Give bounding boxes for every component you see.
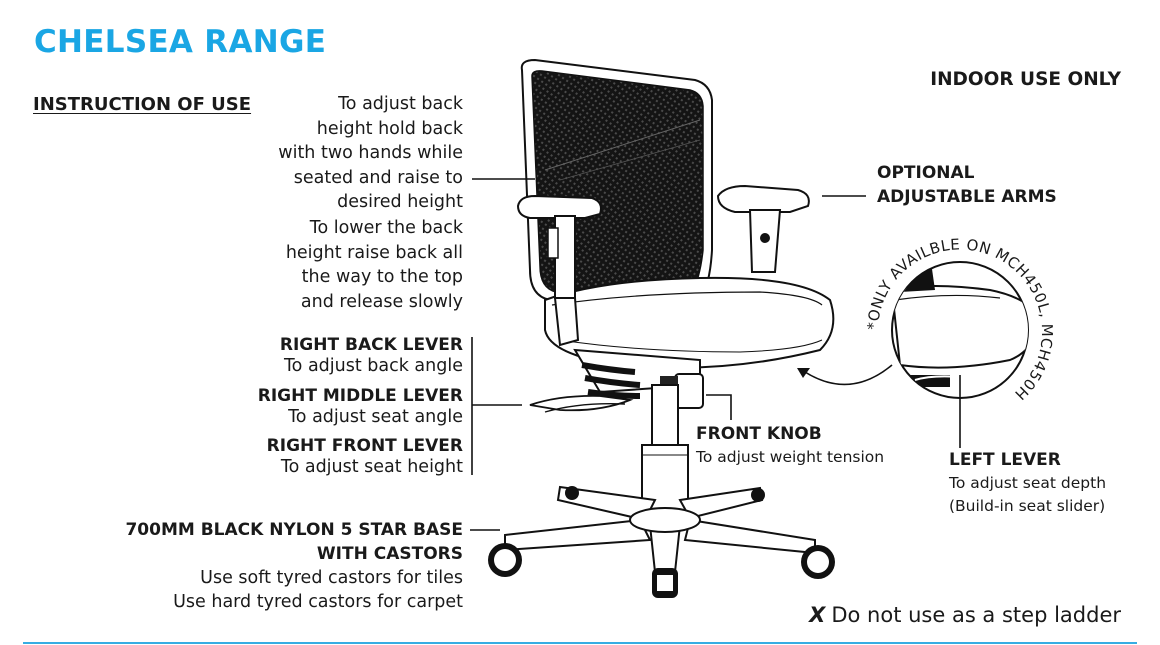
back-height-lower-text: To lower the back height raise back all … xyxy=(285,218,463,312)
left-lever-label: LEFT LEVER To adjust seat depth (Build-i… xyxy=(949,450,1107,515)
mechanism xyxy=(529,348,704,413)
leader-lines xyxy=(470,178,961,531)
warning-x-mark: X xyxy=(809,603,826,627)
right-back-lever-label: RIGHT BACK LEVER To adjust back angle xyxy=(279,335,463,376)
optional-arms-label: OPTIONAL ADJUSTABLE ARMS xyxy=(877,163,1057,207)
inset-arrowhead xyxy=(797,368,810,378)
right-front-lever-label: RIGHT FRONT LEVER To adjust seat height xyxy=(266,436,463,477)
right-arm xyxy=(516,194,602,347)
instruction-heading: INSTRUCTION OF USE xyxy=(33,94,252,115)
star-base-label: 700MM BLACK NYLON 5 STAR BASE WITH CASTO… xyxy=(125,520,463,612)
front-knob-label: FRONT KNOB To adjust weight tension xyxy=(696,424,885,466)
inset-note: *ONLY AVAILBLE ON MCH450L, MCH450H xyxy=(864,235,1056,403)
seat-slider-inset xyxy=(891,261,1029,399)
back-height-raise-text: To adjust back height hold back with two… xyxy=(278,94,463,212)
left-arm xyxy=(716,184,810,273)
svg-text:*ONLY AVAILBLE ON MCH450L, MCH: *ONLY AVAILBLE ON MCH450L, MCH450H xyxy=(864,235,1056,403)
star-base xyxy=(504,485,816,573)
footer-rule xyxy=(23,642,1137,644)
indoor-use-note: INDOOR USE ONLY xyxy=(930,69,1121,90)
page-title: CHELSEA RANGE xyxy=(34,24,327,60)
right-middle-lever-label: RIGHT MIDDLE LEVER To adjust seat angle xyxy=(257,386,463,427)
castors xyxy=(488,486,835,598)
warning-text: Do not use as a step ladder xyxy=(831,603,1121,627)
